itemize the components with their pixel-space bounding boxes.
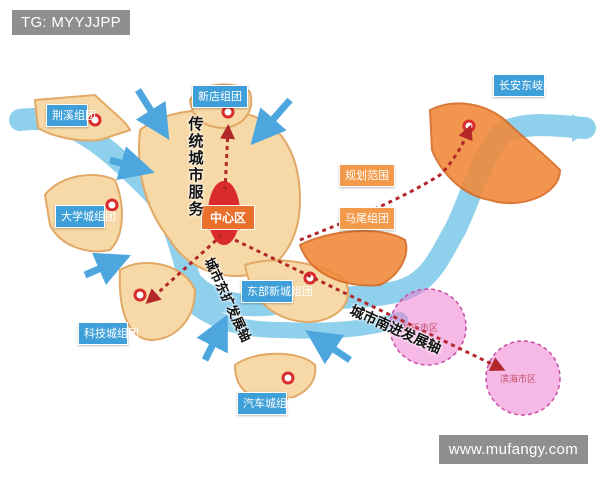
tag-daxuecheng: 大学城组团 <box>55 205 116 228</box>
land-mawei <box>298 230 408 287</box>
watermark-top: TG: MYYJJPP <box>12 10 130 35</box>
blue-arrow-2 <box>250 97 293 146</box>
tag-jingxi: 荆溪组团 <box>46 104 96 127</box>
blue-arrow-5 <box>196 314 228 362</box>
blue-arrow-1 <box>135 88 170 140</box>
axis-traditional-line <box>220 124 236 191</box>
tag-dongbu: 东部新城组团 <box>241 280 313 303</box>
tag-keji: 科技城组团 <box>78 322 139 345</box>
axis-south-line <box>234 238 506 371</box>
dot-qiche <box>281 371 295 385</box>
blue-arrow-4 <box>83 252 132 286</box>
tag-qiche: 汽车城组团 <box>237 392 298 415</box>
watermark-bottom: www.mufangy.com <box>438 435 588 464</box>
dot-jingxi <box>88 113 102 127</box>
dot-xindian <box>221 105 235 119</box>
dot-keji <box>133 288 147 302</box>
axis-east-line <box>145 233 224 305</box>
blue-arrow-3 <box>109 146 155 181</box>
tag-changandong: 长安东岐组团 <box>493 74 565 97</box>
label-changle: 长乐市区 <box>402 324 439 334</box>
changle-circle <box>389 288 467 366</box>
axis-mawei-line <box>299 124 473 242</box>
dot-changandong <box>462 119 476 133</box>
land-dongbu <box>243 259 350 324</box>
blue-arrow-6 <box>305 330 352 365</box>
tag-guihua: 规划范围 <box>339 164 395 187</box>
river-arrow-end <box>572 114 594 142</box>
axis-traditional-label: 传统城市服务 <box>188 115 204 218</box>
tag-center: 中心区 <box>201 205 256 230</box>
dot-daxuecheng <box>105 198 119 212</box>
river-south-branch <box>172 282 408 339</box>
dot-dongbu <box>303 271 317 285</box>
label-binhai: 滨海市区 <box>500 375 537 385</box>
tag-xindian: 新店组团 <box>192 85 248 108</box>
tag-mawei: 马尾组团 <box>339 207 395 230</box>
